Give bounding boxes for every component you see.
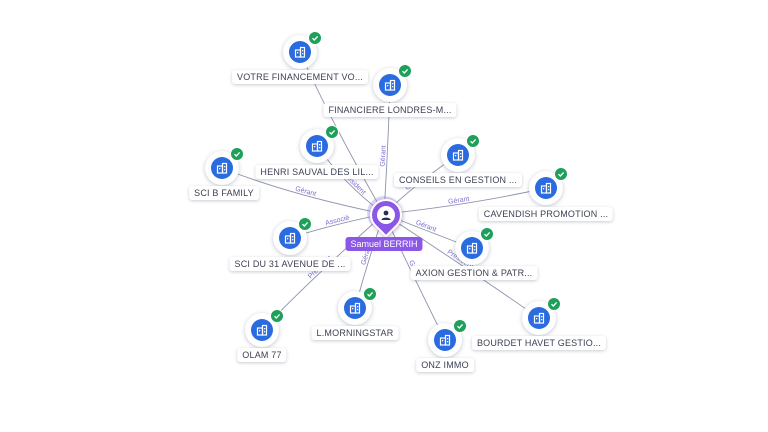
company-node-conseils[interactable]: [441, 134, 480, 172]
company-building-icon: [211, 157, 233, 179]
company-label-lmorning[interactable]: L.MORNINGSTAR: [311, 326, 399, 340]
check-badge-icon: [453, 319, 467, 333]
company-label-cavendish[interactable]: CAVENDISH PROMOTION ...: [478, 207, 614, 221]
company-label-bourdet[interactable]: BOURDET HAVET GESTIO...: [471, 336, 607, 350]
company-building-icon: [251, 319, 273, 341]
check-badge-icon: [363, 287, 377, 301]
company-building-icon: [461, 237, 483, 259]
company-building-icon: [344, 297, 366, 319]
company-building-icon: [306, 135, 328, 157]
company-node-olam[interactable]: [245, 309, 284, 347]
company-label-henri[interactable]: HENRI SAUVAL DES LIL...: [255, 165, 379, 179]
company-label-olam[interactable]: OLAM 77: [237, 348, 287, 362]
company-node-cavendish[interactable]: [529, 167, 568, 205]
company-node-bourdet[interactable]: [522, 297, 561, 335]
check-badge-icon: [480, 227, 494, 241]
check-badge-icon: [466, 134, 480, 148]
edge-label-cavendish: Gérant: [448, 196, 470, 206]
company-building-icon: [535, 177, 557, 199]
edge-label-axion: Gérant: [415, 219, 438, 233]
company-building-icon: [528, 307, 550, 329]
company-node-axion[interactable]: [455, 227, 494, 265]
company-node-votre[interactable]: [283, 31, 322, 69]
company-node-scidu31[interactable]: [273, 217, 312, 255]
company-label-scidu31[interactable]: SCI DU 31 AVENUE DE ...: [229, 257, 351, 271]
edge-label-financiere: Gérant: [380, 145, 388, 167]
company-building-icon: [379, 74, 401, 96]
company-building-icon: [447, 144, 469, 166]
company-label-scib[interactable]: SCI B FAMILY: [189, 186, 259, 200]
check-badge-icon: [547, 297, 561, 311]
check-badge-icon: [298, 217, 312, 231]
edge-cavendish: [383, 187, 547, 215]
company-label-votre[interactable]: VOTRE FINANCEMENT VO...: [232, 70, 368, 84]
company-building-icon: [434, 329, 456, 351]
company-building-icon: [279, 227, 301, 249]
check-badge-icon: [554, 167, 568, 181]
company-node-onz[interactable]: [428, 319, 467, 357]
company-label-onz[interactable]: ONZ IMMO: [416, 358, 474, 372]
company-building-icon: [289, 41, 311, 63]
check-badge-icon: [398, 64, 412, 78]
person-icon: [377, 206, 395, 224]
center-person-label[interactable]: Samuel BERRIH: [345, 237, 423, 251]
edge-label-scidu31: Associé: [325, 215, 351, 228]
edge-label-scib: Gérant: [294, 186, 317, 198]
company-label-financiere[interactable]: FINANCIERE LONDRES-M...: [323, 103, 457, 117]
company-node-scib[interactable]: [205, 147, 244, 185]
check-badge-icon: [308, 31, 322, 45]
company-node-lmorning[interactable]: [338, 287, 377, 325]
center-person-node[interactable]: [363, 192, 409, 238]
company-label-axion[interactable]: AXION GESTION & PATR...: [410, 266, 538, 280]
company-node-henri[interactable]: [300, 125, 339, 163]
edge-scib: [221, 167, 385, 215]
company-label-conseils[interactable]: CONSEILS EN GESTION ...: [393, 173, 523, 187]
check-badge-icon: [325, 125, 339, 139]
company-node-financiere[interactable]: [373, 64, 412, 102]
check-badge-icon: [230, 147, 244, 161]
check-badge-icon: [270, 309, 284, 323]
